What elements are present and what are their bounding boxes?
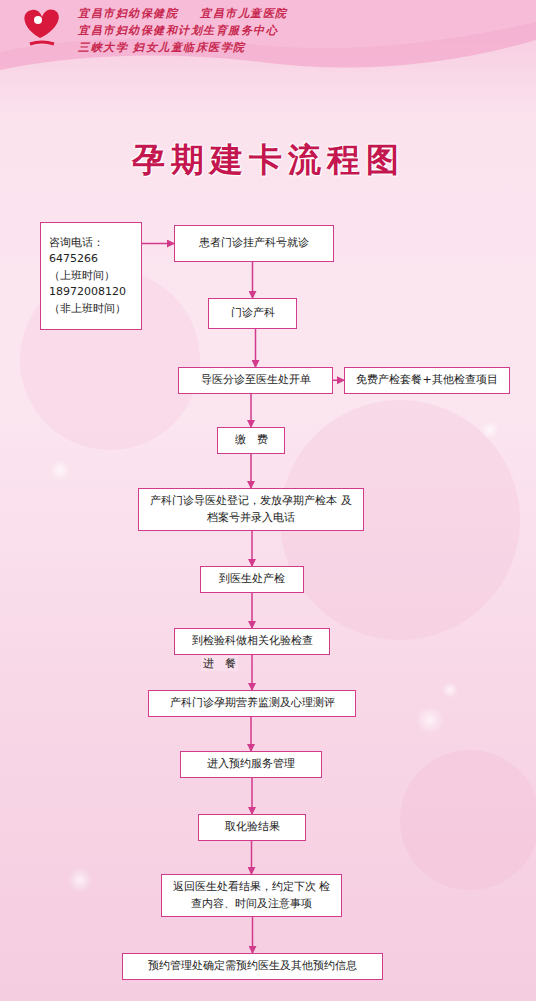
- box-text: 患者门诊挂产科号就诊: [199, 235, 309, 252]
- process-box: 门诊产科: [208, 298, 297, 329]
- contact-box: 咨询电话：6475266（上班时间）18972008120（非上班时间）: [40, 222, 142, 330]
- box-text: 进入预约服务管理: [207, 756, 295, 773]
- edge-label: 进 餐: [201, 656, 238, 671]
- header-band: [0, 0, 536, 70]
- bubble: [68, 868, 92, 892]
- box-text: 预约管理处确定需预约医生及其他预约信息: [148, 958, 357, 975]
- flow-arrow: [255, 329, 257, 367]
- petal-shape: [400, 750, 536, 890]
- box-text: 免费产检套餐+其他检查项目: [356, 372, 497, 389]
- process-box: 进入预约服务管理: [180, 751, 322, 778]
- flow-arrow: [251, 778, 253, 814]
- process-box: 免费产检套餐+其他检查项目: [344, 367, 510, 394]
- box-text: 6475266: [49, 251, 98, 268]
- flow-arrow: [333, 380, 344, 382]
- process-box: 导医分诊至医生处开单: [178, 367, 333, 394]
- process-box: 缴 费: [217, 427, 285, 454]
- institution-name: 宜昌市妇幼保健和计划生育服务中心: [78, 23, 278, 38]
- logo: [24, 9, 58, 44]
- flow-arrow: [250, 454, 252, 489]
- flow-arrow: [142, 243, 174, 245]
- process-box: 取化验结果: [198, 814, 306, 841]
- bubble: [50, 460, 70, 480]
- box-text: 18972008120: [49, 284, 126, 301]
- bubble: [442, 682, 458, 698]
- flow-arrow: [251, 531, 253, 566]
- institution-name: 宜昌市儿童医院: [200, 6, 288, 21]
- box-text: 门诊产科: [231, 305, 275, 322]
- institution-name: 三峡大学 妇女儿童临床医学院: [78, 40, 246, 55]
- box-text: 返回医生处看结果，约定下次 检查内容、时间及注意事项: [172, 879, 331, 912]
- process-box: 返回医生处看结果，约定下次 检查内容、时间及注意事项: [161, 874, 342, 917]
- box-text: 到检验科做相关化验检查: [192, 633, 313, 650]
- flow-arrow: [251, 593, 253, 629]
- flow-arrow: [251, 841, 253, 874]
- process-box: 到医生处产检: [200, 566, 304, 593]
- flow-arrow: [250, 717, 252, 752]
- flow-arrow: [252, 917, 254, 953]
- box-text: （上班时间）: [49, 268, 115, 285]
- box-text: 咨询电话：: [49, 235, 104, 252]
- flow-arrow: [251, 655, 253, 691]
- process-box: 到检验科做相关化验检查: [174, 628, 330, 655]
- process-box: 产科门诊孕期营养监测及心理测评: [148, 690, 356, 717]
- process-box: 预约管理处确定需预约医生及其他预约信息: [122, 953, 383, 980]
- box-text: 导医分诊至医生处开单: [201, 372, 311, 389]
- bubble: [481, 421, 499, 439]
- bubble: [416, 706, 444, 734]
- flow-arrow: [250, 394, 252, 428]
- box-text: 缴 费: [235, 432, 268, 449]
- box-text: 产科门诊导医处登记，发放孕期产检本 及档案号并录入电话: [149, 493, 353, 526]
- box-text: （非上班时间）: [49, 301, 126, 318]
- flow-arrow: [252, 262, 254, 298]
- process-box: 产科门诊导医处登记，发放孕期产检本 及档案号并录入电话: [138, 488, 364, 531]
- institution-name: 宜昌市妇幼保健院: [78, 6, 178, 21]
- box-text: 到医生处产检: [219, 571, 285, 588]
- box-text: 产科门诊孕期营养监测及心理测评: [170, 695, 335, 712]
- box-text: 取化验结果: [225, 819, 280, 836]
- process-box: 患者门诊挂产科号就诊: [174, 225, 334, 262]
- chart-title: 孕期建卡流程图: [132, 138, 405, 183]
